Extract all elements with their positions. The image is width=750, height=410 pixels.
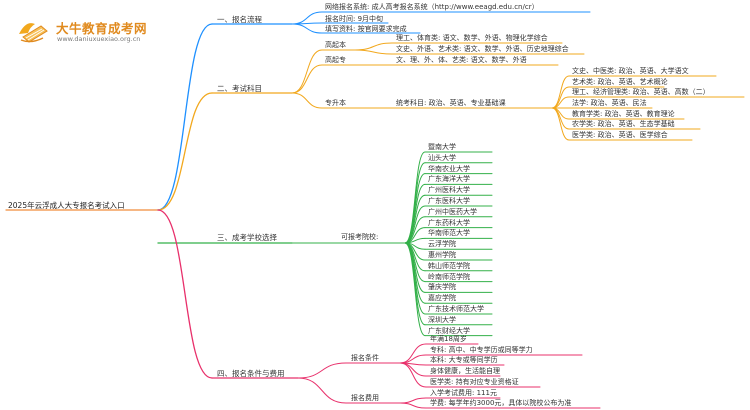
zsb-wenshi-zhongyi: 文史、中医类: 政治、英语、大学语文 [572, 67, 689, 75]
sub-fees: 报名费用 [351, 394, 379, 402]
school-item: 华南师范大学 [428, 229, 470, 238]
zsb-science-economics: 理工、经济管理类: 政治、英语、高数（二） [572, 88, 710, 96]
leaf-signup-system: 网络报名系统: 成人高考报名系统（http://www.eeagd.edu.cn… [325, 3, 539, 11]
school-item: 肇庆学院 [428, 283, 456, 292]
school-item: 嘉应学院 [428, 294, 456, 303]
zsb-art: 艺术类: 政治、英语、艺术概论 [572, 78, 668, 86]
zsb-medicine: 医学类: 政治、英语、医学综合 [572, 131, 668, 139]
leaf-fill-info: 填写资料: 按官网要求完成 [325, 25, 407, 33]
school-item: 深圳大学 [428, 315, 456, 324]
zsb-agriculture: 农学类: 政治、英语、生态学基础 [572, 120, 675, 128]
school-item: 华南农业大学 [428, 164, 470, 173]
leaf-gqb-science: 理工、体育类: 语文、数学、外语、物理化学综合 [396, 34, 548, 42]
brand-url: www.daniuxuexiao.org.cn [57, 35, 141, 43]
zsb-common-subjects: 统考科目: 政治、英语、专业基础课 [396, 99, 506, 107]
branch-title-conditions-fees: 四、报名条件与费用 [217, 369, 285, 378]
cond-health: 身体健康，生活能自理 [430, 367, 500, 375]
cond-benke: 本科: 大专或等同学历 [430, 356, 498, 364]
school-item: 广东财经大学 [428, 326, 470, 335]
school-item: 暨南大学 [428, 143, 456, 151]
school-item: 广东技术师范大学 [428, 305, 484, 313]
school-item: 广东海洋大学 [428, 175, 470, 184]
leaf-gqb-arts: 文史、外语、艺术类: 语文、数学、外语、历史地理综合 [396, 45, 569, 53]
cond-zhuanke: 专科: 高中、中专学历或同等学力 [430, 346, 533, 354]
leaf-gqz-subjects: 文、理、外、体、艺类: 语文、数学、外语 [396, 56, 527, 64]
leaf-signup-time: 报名时间: 9月中旬 [325, 15, 384, 23]
fee-tuition: 学费: 每学年约3000元，具体以院校公布为准 [430, 399, 572, 407]
brand-logo-icon [17, 18, 51, 44]
school-item: 广州中医药大学 [428, 207, 477, 216]
sub-gaoqizhuan: 高起专 [325, 56, 346, 64]
school-item: 韩山师范学院 [428, 261, 470, 270]
school-item: 广州医科大学 [428, 186, 470, 195]
brand-name: 大牛教育成考网 [56, 21, 148, 36]
school-item: 广东药科大学 [428, 218, 470, 227]
zsb-law: 法学: 政治、英语、民法 [572, 99, 647, 107]
cond-age: 年满18周岁 [430, 335, 467, 343]
school-item: 云浮学院 [428, 240, 456, 249]
school-item: 汕头大学 [428, 153, 456, 162]
zsb-education: 教育学类: 政治、英语、教育理论 [572, 110, 675, 118]
sub-conditions: 报名条件 [351, 354, 379, 362]
root-node: 2025年云浮成人大专报名考试入口 [8, 201, 125, 210]
sub-gaoqiben: 高起本 [325, 41, 346, 49]
fee-exam: 入学考试费用: 111元 [430, 389, 497, 397]
branch-title-signup-process: 一、报名流程 [217, 15, 262, 24]
branch-title-exam-subjects: 二、考试科目 [217, 84, 262, 93]
schools-label: 可报考院校: [341, 233, 379, 241]
sub-zhuanshengben: 专升本 [325, 99, 346, 107]
school-item: 惠州学院 [428, 251, 456, 259]
branch-title-school-choice: 三、成考学校选择 [217, 233, 277, 242]
school-item: 岭南师范学院 [428, 272, 470, 281]
cond-medical: 医学类: 持有对应专业资格证 [430, 378, 519, 386]
school-item: 广东医科大学 [428, 197, 470, 205]
